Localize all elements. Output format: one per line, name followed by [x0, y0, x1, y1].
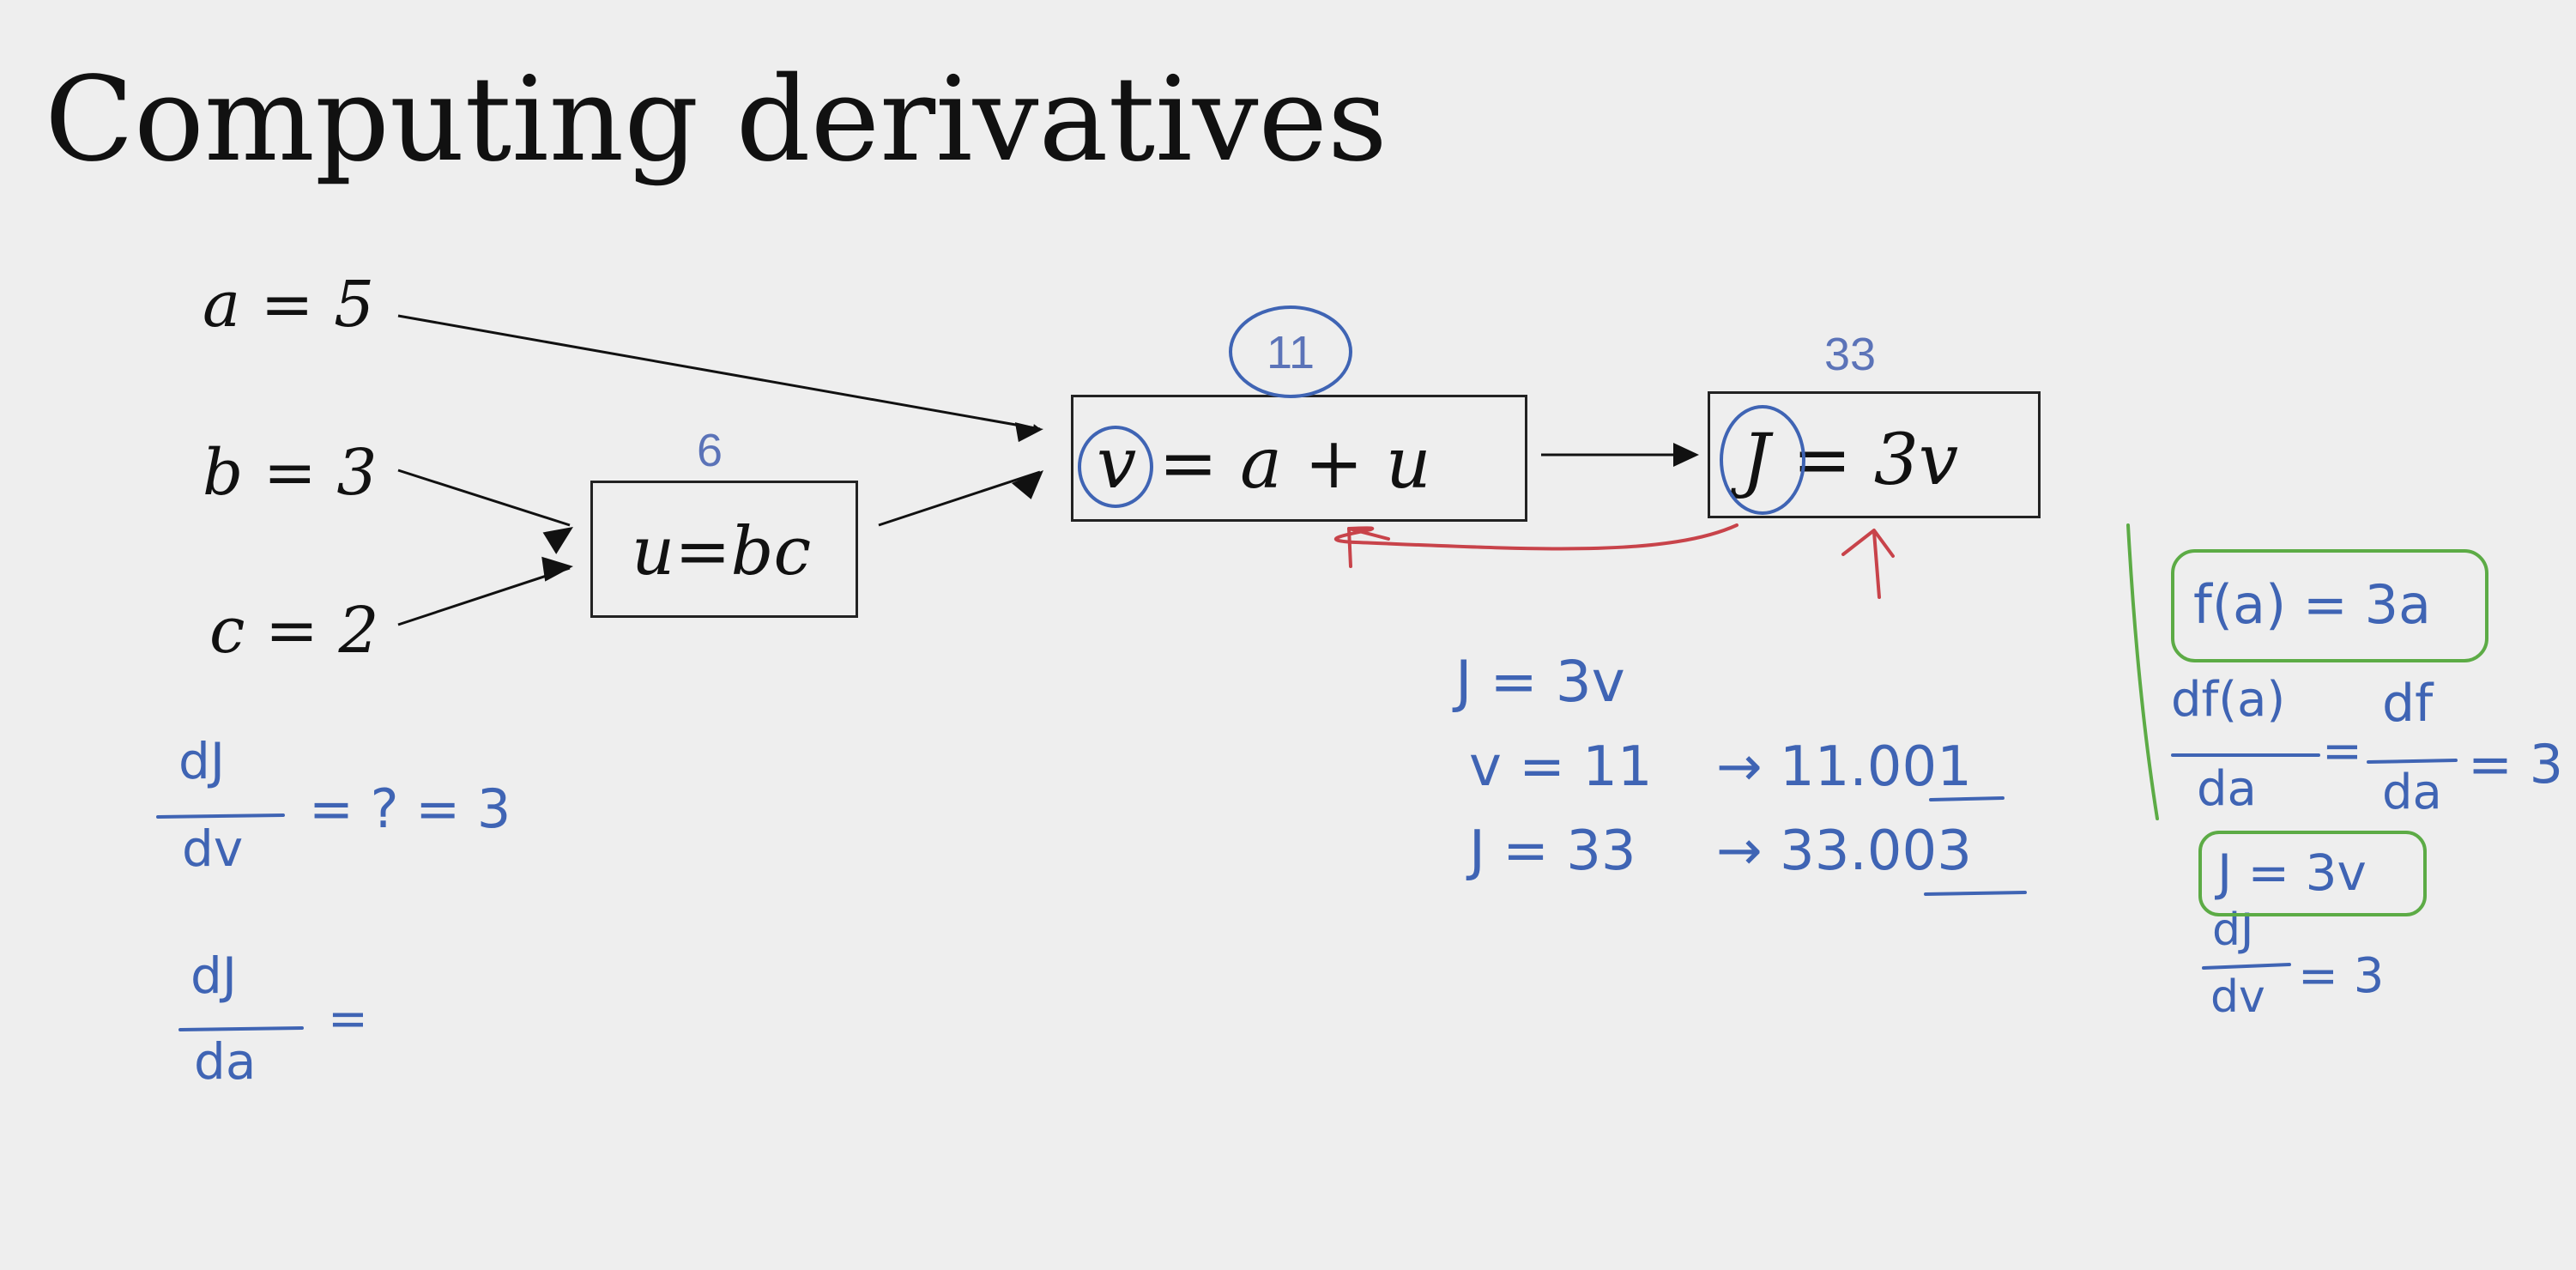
green-box-J-3v — [2198, 831, 2427, 916]
hw-side-frac1-numerator: df(a) — [2171, 672, 2286, 728]
red-backprop-hook — [1347, 527, 1390, 568]
node-u-label: u=bc — [632, 513, 812, 590]
hw-middle-line3-right: → 33.003 — [1716, 819, 1972, 883]
hw-middle-line3-left: J = 33 — [1469, 819, 1636, 883]
green-box-f-of-a — [2171, 549, 2488, 662]
green-vertical-divider — [2126, 523, 2159, 820]
node-J-box — [1708, 391, 2041, 518]
input-b: b = 3 — [203, 436, 378, 510]
input-c: c = 2 — [209, 594, 379, 668]
fraction-bar-side-3 — [2202, 963, 2291, 970]
circle-J-variable — [1720, 405, 1805, 515]
slide-title: Computing derivatives — [45, 52, 1388, 188]
arrowhead-a-v — [1014, 422, 1043, 443]
hw-djda-rest: = — [328, 991, 368, 1047]
node-u-box — [590, 481, 858, 618]
arrowhead-v-J — [1673, 443, 1699, 467]
hw-side-box1-text: f(a) = 3a — [2193, 573, 2432, 636]
edge-a-to-v — [397, 314, 1041, 432]
fraction-bar-djdv — [156, 813, 285, 819]
circle-v-variable — [1078, 426, 1153, 508]
hw-side-frac2-numerator: df — [2382, 674, 2434, 734]
hw-middle-line2-left: v = 11 — [1469, 735, 1653, 799]
arrowhead-c-u — [541, 556, 573, 582]
hw-side-frac1-denominator: da — [2197, 761, 2257, 817]
hw-side-frac3-tail: = 3 — [2298, 948, 2385, 1004]
node-u-value: 6 — [697, 425, 723, 476]
hw-djda-numerator: dJ — [190, 946, 237, 1005]
underline-11-001 — [1929, 796, 2005, 801]
arrowhead-b-u — [542, 527, 573, 554]
underline-33-003 — [1924, 891, 2027, 896]
fraction-bar-djda — [178, 1026, 304, 1031]
hw-side-eq-mid: = — [2322, 723, 2362, 779]
hw-side-eq-tail: = 3 — [2468, 733, 2564, 795]
hw-side-frac2-denominator: da — [2382, 765, 2442, 820]
hw-djda-denominator: da — [194, 1032, 257, 1091]
hw-side-frac3-denominator: dv — [2210, 971, 2265, 1023]
hw-djdv-denominator: dv — [182, 819, 244, 878]
hw-middle-line2-right: → 11.001 — [1716, 735, 1972, 799]
red-backprop-stroke — [1333, 523, 1738, 551]
node-J-label: J = 3v — [1742, 420, 1959, 501]
edge-b-to-u — [397, 469, 571, 527]
red-up-arrow — [1841, 529, 1895, 599]
hw-djdv-rest: = ? = 3 — [309, 777, 511, 840]
arrowhead-u-v — [1011, 470, 1043, 499]
hw-side-box2-text: J = 3v — [2217, 844, 2367, 902]
node-v-value: 11 — [1267, 327, 1315, 378]
hw-middle-line1: J = 3v — [1455, 649, 1625, 715]
node-J-value: 33 — [1824, 329, 1877, 380]
circle-value-11 — [1229, 305, 1352, 398]
hw-djdv-numerator: dJ — [178, 732, 225, 790]
input-a: a = 5 — [203, 268, 375, 342]
edge-u-to-v — [878, 470, 1041, 527]
fraction-bar-side-2 — [2367, 759, 2458, 764]
edge-c-to-u — [397, 566, 571, 626]
